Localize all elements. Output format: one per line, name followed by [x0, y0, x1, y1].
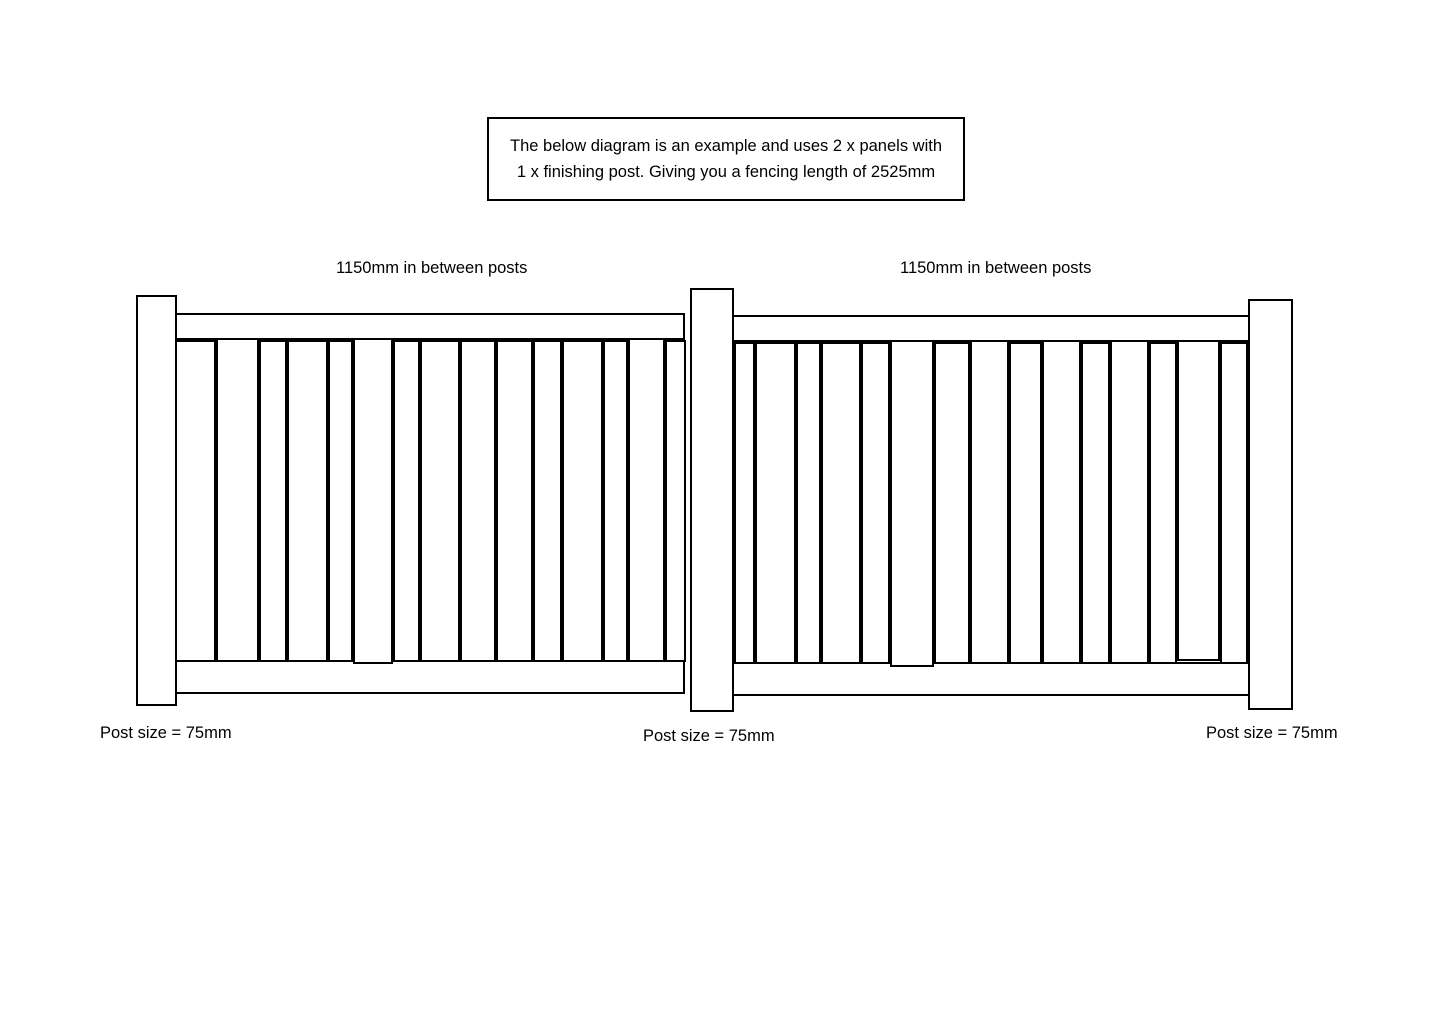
- panel-left-picket: [665, 340, 686, 662]
- panel-left-picket: [420, 340, 460, 662]
- post-size-label-left: Post size = 75mm: [100, 724, 232, 742]
- panel-right-picket: [734, 342, 755, 664]
- panel-right-picket: [796, 342, 821, 664]
- description-box: The below diagram is an example and uses…: [487, 117, 965, 201]
- panel-right-picket: [1110, 340, 1149, 664]
- panel-left-picket: [287, 340, 328, 662]
- panel-left-picket: [353, 338, 393, 664]
- panel-left-picket: [533, 340, 562, 662]
- post-size-label-center: Post size = 75mm: [643, 727, 775, 745]
- panel-right-top-rail: [732, 315, 1251, 342]
- panel-right-picket: [1009, 342, 1042, 664]
- span-label-right-panel: 1150mm in between posts: [900, 259, 1092, 277]
- panel-left-picket: [603, 340, 628, 662]
- post-left: [136, 295, 177, 706]
- panel-right-bottom-rail: [732, 662, 1251, 696]
- panel-right-picket: [1177, 340, 1220, 661]
- panel-left-picket: [175, 340, 216, 662]
- panel-left-picket: [628, 338, 665, 662]
- panel-right-picket: [890, 340, 934, 667]
- panel-right-picket: [970, 340, 1009, 664]
- panel-left-picket: [562, 340, 603, 662]
- panel-left-picket: [328, 340, 353, 662]
- panel-left-picket: [259, 340, 287, 662]
- panel-right-picket: [1081, 342, 1110, 664]
- post-right: [1248, 299, 1293, 710]
- panel-left-picket: [496, 340, 533, 662]
- span-label-left-panel: 1150mm in between posts: [336, 259, 528, 277]
- panel-right-picket: [821, 342, 861, 664]
- panel-left-picket: [393, 340, 420, 662]
- description-line-2: 1 x finishing post. Giving you a fencing…: [516, 162, 936, 181]
- panel-left-picket: [216, 338, 259, 662]
- panel-right-picket: [1149, 342, 1177, 664]
- description-line-1: The below diagram is an example and uses…: [510, 137, 942, 156]
- panel-left-picket: [460, 340, 496, 662]
- panel-right-picket: [755, 342, 796, 664]
- post-size-label-right: Post size = 75mm: [1206, 724, 1338, 742]
- panel-left-bottom-rail: [175, 660, 685, 694]
- panel-right-picket: [1042, 340, 1081, 664]
- panel-right-picket: [934, 342, 970, 664]
- panel-right-picket: [861, 342, 890, 664]
- panel-left-top-rail: [175, 313, 685, 340]
- post-center: [690, 288, 734, 712]
- panel-right-picket: [1220, 342, 1248, 664]
